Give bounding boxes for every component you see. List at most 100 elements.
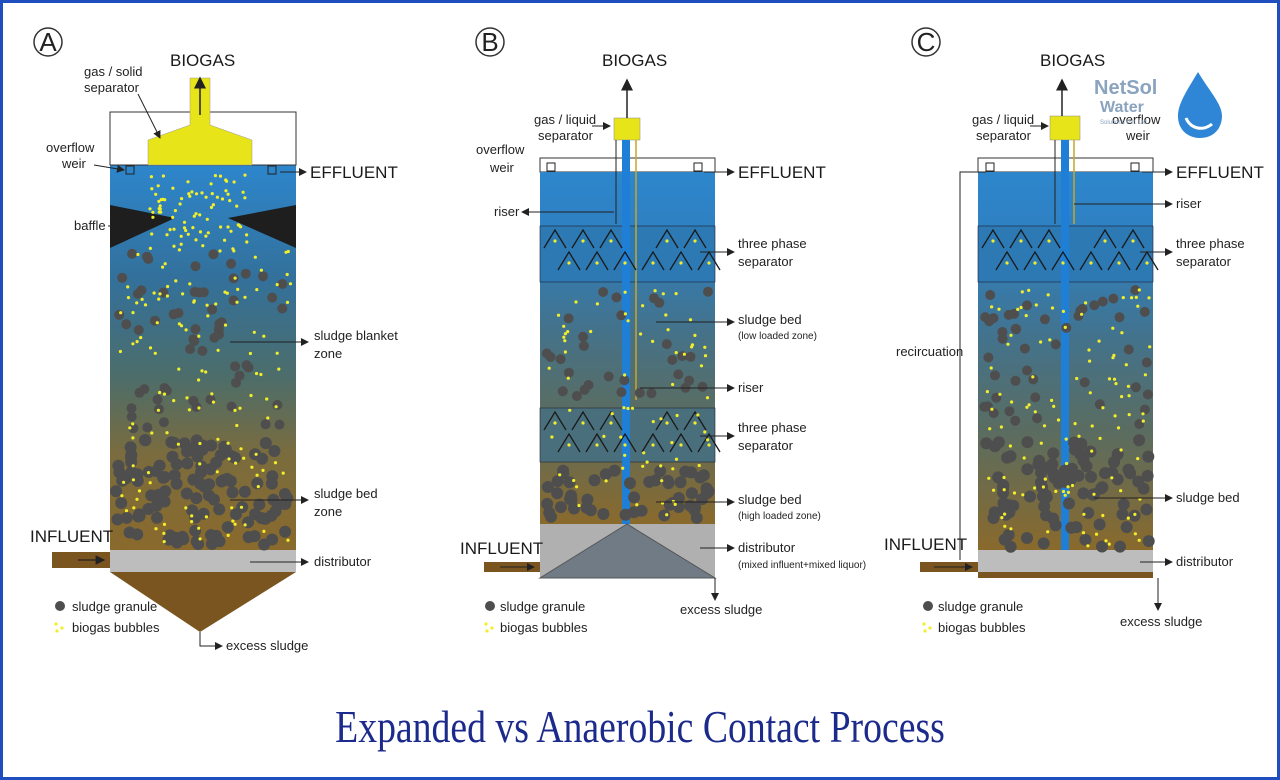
biogas-bubble bbox=[157, 210, 161, 214]
biogas-bubble bbox=[243, 523, 247, 527]
biogas-bubble bbox=[630, 406, 635, 410]
biogas-bubble bbox=[553, 239, 557, 243]
biogas-bubble bbox=[233, 522, 237, 526]
sludge-granule bbox=[131, 468, 144, 481]
sludge-granule bbox=[197, 507, 210, 520]
sludge-granule bbox=[256, 452, 269, 465]
biogas-bubble bbox=[623, 261, 627, 265]
biogas-bubble bbox=[198, 537, 202, 541]
biogas-bubble bbox=[204, 515, 208, 519]
sludge-granule bbox=[134, 387, 145, 398]
sludge-granule bbox=[584, 504, 597, 517]
biogas-bubble bbox=[623, 290, 627, 294]
sludge-granule bbox=[1096, 481, 1109, 494]
sludge-granule bbox=[274, 419, 285, 430]
biogas-bubble bbox=[233, 408, 237, 412]
separator-baffle bbox=[1009, 228, 1033, 249]
biogas-bubble bbox=[1033, 410, 1037, 414]
biogas-bubble bbox=[118, 349, 122, 354]
biogas-bubble bbox=[1098, 436, 1102, 440]
sludge-granule bbox=[1120, 521, 1133, 534]
sludge-granule bbox=[277, 279, 288, 289]
biogas-bubble bbox=[610, 412, 614, 416]
sludge-granule bbox=[1142, 450, 1155, 463]
baffle-right bbox=[228, 205, 296, 248]
biogas-bubble bbox=[156, 408, 160, 412]
biogas-bubble bbox=[194, 212, 198, 216]
biogas-bubble bbox=[1107, 377, 1112, 381]
sludge-granule bbox=[1077, 454, 1090, 467]
sludge-granule bbox=[578, 341, 589, 351]
biogas-bubble bbox=[232, 249, 236, 253]
biogas-bubble bbox=[255, 288, 259, 292]
sludge-granule bbox=[186, 504, 199, 517]
sludge-granule bbox=[152, 394, 163, 405]
sludge-granule bbox=[1064, 474, 1077, 487]
biogas-bubble bbox=[173, 209, 177, 213]
biogas-bubble bbox=[236, 223, 240, 227]
biogas-bubble bbox=[1070, 483, 1075, 488]
biogas-bubble bbox=[226, 533, 230, 538]
biogas-bubble bbox=[228, 199, 232, 203]
biogas-bubble bbox=[992, 488, 996, 492]
sludge-granule bbox=[221, 521, 234, 534]
sludge-granule bbox=[166, 450, 179, 463]
label-overflow-c-1: overflow bbox=[1112, 112, 1161, 127]
biogas-bubble bbox=[245, 233, 249, 237]
biogas-bubble bbox=[192, 214, 196, 218]
legend-granule-c: sludge granule bbox=[938, 599, 1023, 614]
sludge-granule bbox=[158, 471, 171, 483]
sludge-granule bbox=[240, 268, 251, 279]
gas-solid-separator-shape bbox=[147, 77, 253, 166]
sludge-granule bbox=[1022, 365, 1033, 376]
biogas-bubble bbox=[161, 174, 165, 178]
sludge-granule bbox=[121, 319, 132, 330]
biogas-bubble bbox=[215, 195, 219, 199]
sludge-granule bbox=[983, 352, 994, 363]
label-influent-c: INFLUENT bbox=[884, 535, 967, 554]
sludge-granule bbox=[133, 508, 146, 521]
biogas-bubble bbox=[651, 339, 655, 343]
biogas-bubble bbox=[157, 207, 161, 211]
biogas-bubble bbox=[218, 249, 222, 253]
biogas-bubble bbox=[1003, 524, 1007, 528]
biogas-bubble bbox=[213, 174, 217, 178]
biogas-bubble bbox=[1061, 489, 1066, 494]
sludge-granule bbox=[238, 485, 251, 498]
sludge-granule bbox=[1139, 404, 1150, 415]
biogas-bubble bbox=[185, 396, 189, 400]
sludge-granule bbox=[195, 466, 207, 479]
sludge-granule bbox=[251, 477, 264, 490]
biogas-bubble bbox=[252, 330, 256, 334]
biogas-bubble bbox=[1075, 376, 1079, 381]
biogas-bubble bbox=[651, 443, 655, 447]
separator-baffle bbox=[613, 250, 637, 271]
biogas-bubble bbox=[1050, 398, 1054, 402]
sludge-granule bbox=[213, 503, 226, 516]
sludge-granule bbox=[112, 459, 125, 472]
biogas-bubble bbox=[1020, 290, 1024, 294]
sludge-granule bbox=[1114, 312, 1125, 323]
biogas-bubble bbox=[991, 239, 995, 243]
biogas-bubble bbox=[1090, 424, 1094, 428]
biogas-bubble bbox=[1131, 239, 1135, 243]
label-excess-sludge-b: excess sludge bbox=[680, 602, 762, 617]
biogas-bubble bbox=[623, 312, 628, 316]
sludge-granule bbox=[187, 473, 200, 486]
biogas-bubble bbox=[198, 213, 202, 217]
separator-baffle bbox=[571, 410, 595, 431]
panel-a-circle bbox=[33, 27, 63, 57]
biogas-bubble bbox=[690, 345, 694, 349]
sludge-granule bbox=[279, 498, 292, 510]
biogas-bubble bbox=[1031, 375, 1035, 379]
sludge-granule bbox=[679, 465, 692, 478]
biogas-bubble bbox=[150, 187, 154, 191]
biogas-bubble bbox=[1048, 338, 1052, 342]
logo-line1: NetSol bbox=[1094, 77, 1157, 99]
sludge-granule bbox=[168, 309, 179, 320]
biogas-bubble bbox=[568, 408, 572, 412]
sludge-granule bbox=[1037, 537, 1050, 550]
biogas-bubble bbox=[126, 296, 130, 300]
biogas-bubble bbox=[177, 248, 181, 252]
separator-baffle bbox=[697, 432, 721, 453]
